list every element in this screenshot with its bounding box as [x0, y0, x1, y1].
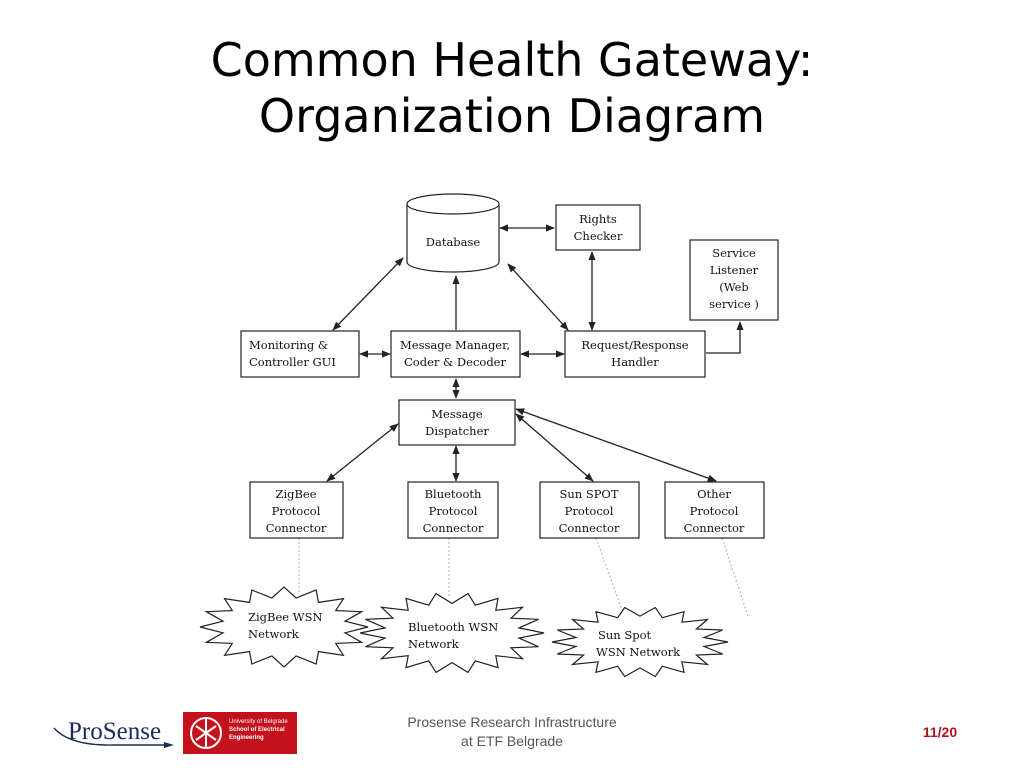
- sunspot-connector-node: Sun SPOT Protocol Connector: [539, 481, 640, 539]
- arrow-database-handler: [507, 263, 569, 331]
- svg-text:Protocol: Protocol: [429, 504, 478, 518]
- svg-text:service ): service ): [709, 297, 759, 311]
- footer-text: Prosense Research Infrastructure at ETF …: [360, 713, 664, 751]
- svg-text:Connector: Connector: [559, 521, 620, 535]
- footer-line2: at ETF Belgrade: [461, 733, 563, 749]
- svg-text:(Web: (Web: [719, 280, 749, 294]
- page-number: 11/20: [922, 724, 958, 740]
- arrow-dispatcher-zigbee: [326, 423, 399, 482]
- svg-text:Checker: Checker: [574, 229, 623, 243]
- svg-text:Connector: Connector: [684, 521, 745, 535]
- svg-text:Service: Service: [712, 246, 756, 260]
- arrow-handler-listener: [706, 321, 744, 354]
- monitoring-gui-node: Monitoring & Controller GUI: [240, 330, 360, 378]
- zigbee-network-node: ZigBee WSN Network: [199, 586, 369, 668]
- svg-text:Request/Response: Request/Response: [581, 338, 688, 352]
- svg-text:Sun Spot: Sun Spot: [598, 628, 652, 642]
- etf-logo-text: University of Belgrade School of Electri…: [229, 719, 288, 741]
- svg-text:Message: Message: [431, 407, 483, 421]
- bluetooth-network-burst: [359, 592, 545, 674]
- zigbee-network-burst: [199, 586, 369, 668]
- etf-emblem-icon: [190, 717, 222, 749]
- service-listener-node: Service Listener (Web service ): [689, 239, 779, 321]
- svg-text:Other: Other: [697, 487, 731, 501]
- slide-title-line1: Common Health Gateway:: [210, 33, 814, 87]
- svg-text:Bluetooth: Bluetooth: [425, 487, 482, 501]
- arrow-database-monitoring: [332, 257, 404, 331]
- zigbee-connector-node: ZigBee Protocol Connector: [249, 481, 344, 539]
- slide-title: Common Health Gateway: Organization Diag…: [0, 32, 1024, 144]
- request-handler-node: Request/Response Handler: [564, 330, 706, 378]
- svg-text:Coder & Decoder: Coder & Decoder: [404, 355, 506, 369]
- rights-checker-node: Rights Checker: [555, 204, 641, 251]
- arrow-dispatcher-other: [515, 408, 717, 482]
- svg-text:Message Manager,: Message Manager,: [400, 338, 510, 352]
- svg-text:Connector: Connector: [266, 521, 327, 535]
- footer-line1: Prosense Research Infrastructure: [407, 714, 617, 730]
- svg-text:Handler: Handler: [611, 355, 659, 369]
- slide-title-line2: Organization Diagram: [258, 89, 766, 143]
- bluetooth-connector-node: Bluetooth Protocol Connector: [407, 481, 499, 539]
- message-dispatcher-node: Message Dispatcher: [398, 399, 516, 446]
- sunspot-network-burst: [551, 606, 729, 678]
- svg-text:Protocol: Protocol: [690, 504, 739, 518]
- bluetooth-network-node: Bluetooth WSN Network: [359, 592, 545, 674]
- prosense-logo: ProSense: [53, 718, 174, 748]
- arrow-dispatcher-sunspot: [515, 413, 594, 482]
- svg-text:Listener: Listener: [710, 263, 759, 277]
- svg-text:Network: Network: [248, 627, 300, 641]
- svg-text:Protocol: Protocol: [272, 504, 321, 518]
- svg-text:ZigBee WSN: ZigBee WSN: [248, 610, 323, 624]
- link-sunspot-network: [595, 537, 623, 611]
- svg-text:Network: Network: [408, 637, 460, 651]
- other-connector-node: Other Protocol Connector: [664, 481, 765, 539]
- message-manager-node: Message Manager, Coder & Decoder: [390, 330, 521, 378]
- svg-text:Monitoring &: Monitoring &: [249, 338, 328, 352]
- svg-text:Bluetooth WSN: Bluetooth WSN: [408, 620, 498, 634]
- svg-text:Sun SPOT: Sun SPOT: [559, 487, 618, 501]
- sunspot-network-node: Sun Spot WSN Network: [551, 606, 729, 678]
- link-other-network: [721, 537, 749, 617]
- svg-text:Protocol: Protocol: [565, 504, 614, 518]
- etf-logo: University of Belgrade School of Electri…: [183, 712, 297, 754]
- svg-text:ZigBee: ZigBee: [275, 487, 316, 501]
- connector-lines: [298, 224, 749, 617]
- svg-text:Controller GUI: Controller GUI: [249, 355, 336, 369]
- database-node: Database: [406, 193, 500, 273]
- prosense-logo-text: ProSense: [68, 718, 161, 745]
- svg-text:Connector: Connector: [423, 521, 484, 535]
- svg-text:Dispatcher: Dispatcher: [425, 424, 489, 438]
- database-label: Database: [426, 235, 481, 249]
- svg-text:WSN Network: WSN Network: [596, 645, 681, 659]
- svg-text:Rights: Rights: [579, 212, 617, 226]
